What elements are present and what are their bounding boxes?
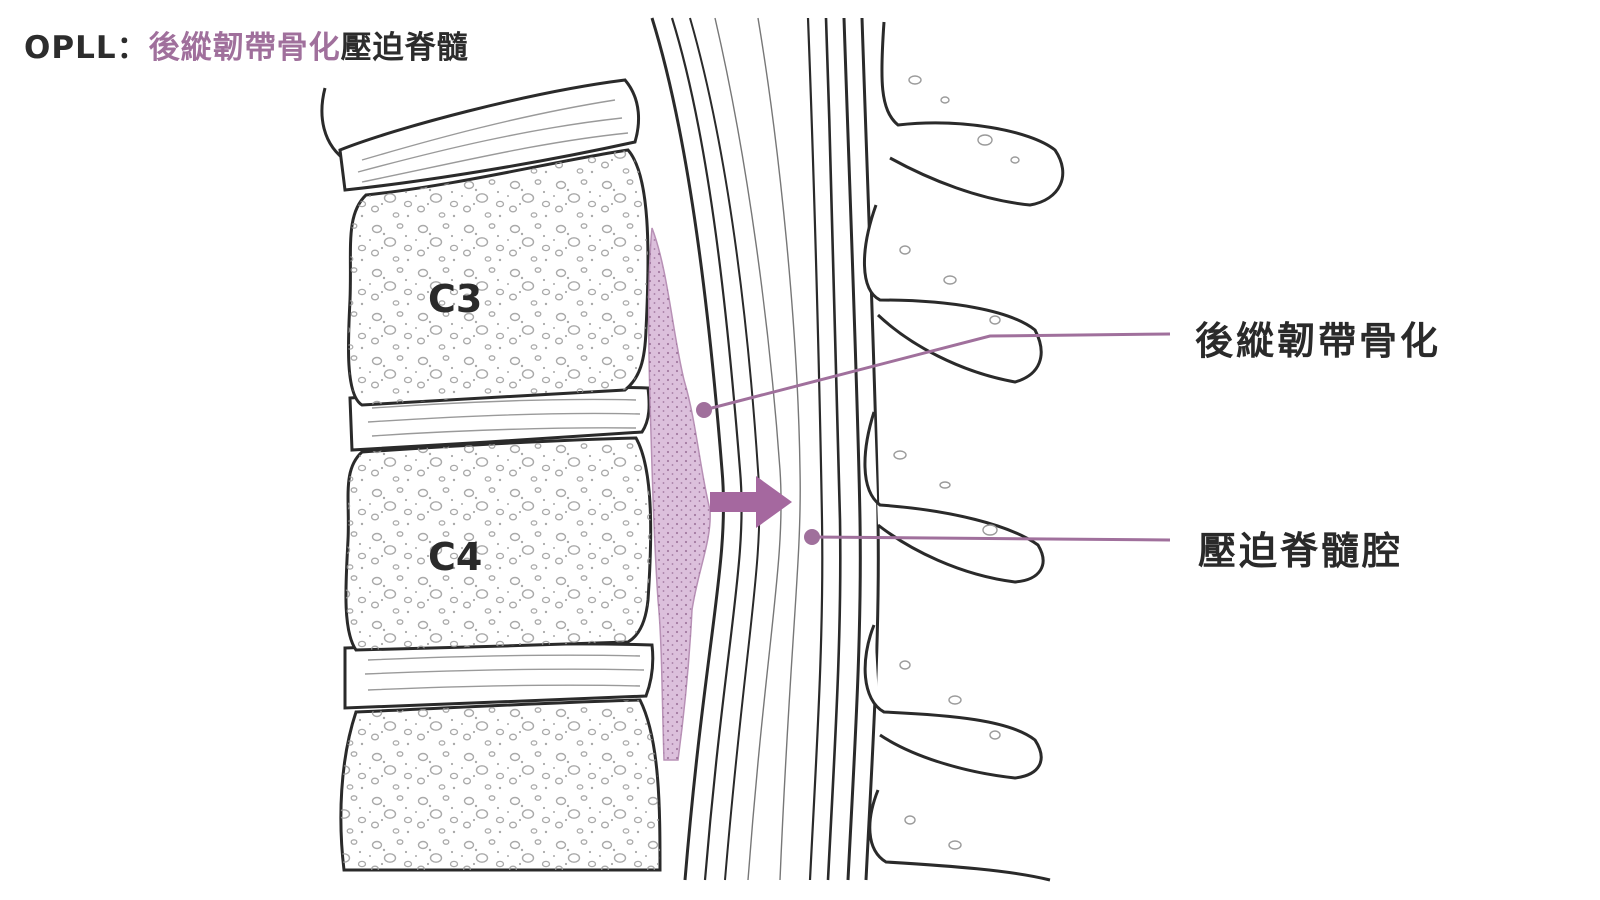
vertebra-c5 xyxy=(339,698,662,872)
leader-dot-icon xyxy=(696,402,712,418)
spinous-processes xyxy=(862,21,1065,882)
title-suffix: 壓迫脊髓 xyxy=(340,30,469,66)
callout-compression: 壓迫脊髓腔 xyxy=(1198,529,1404,573)
vertebra-label-c3: C3 xyxy=(428,277,482,321)
compression-arrow-icon xyxy=(710,476,792,528)
vertebra-c3 xyxy=(346,148,650,407)
spinous-texture xyxy=(893,75,1020,850)
spinous-process-2 xyxy=(862,204,1043,384)
leader-line-ossification xyxy=(703,332,1171,412)
vertebra-c4 xyxy=(344,436,653,652)
disc-c4-c5 xyxy=(343,642,655,710)
title-highlight: 後縱韌帶骨化 xyxy=(148,30,341,66)
page-title: OPLL：後縱韌帶骨化壓迫脊髓 xyxy=(24,22,469,67)
leader-dot-icon xyxy=(804,529,820,545)
vertebra-label-c4: C4 xyxy=(428,535,482,579)
spinous-process-3 xyxy=(863,411,1045,584)
callout-ossification: 後縱韌帶骨化 xyxy=(1195,319,1442,363)
leader-line-compression xyxy=(811,535,1171,542)
spinous-process-5 xyxy=(868,789,1051,882)
ossified-ligament xyxy=(647,227,711,761)
disc-c2-c3 xyxy=(338,78,640,192)
spinous-process-1 xyxy=(880,21,1065,207)
title-prefix: OPLL： xyxy=(24,30,149,66)
leader-lines xyxy=(703,332,1171,542)
spinous-process-4 xyxy=(863,624,1043,780)
spinal-canal-lines xyxy=(650,17,880,881)
